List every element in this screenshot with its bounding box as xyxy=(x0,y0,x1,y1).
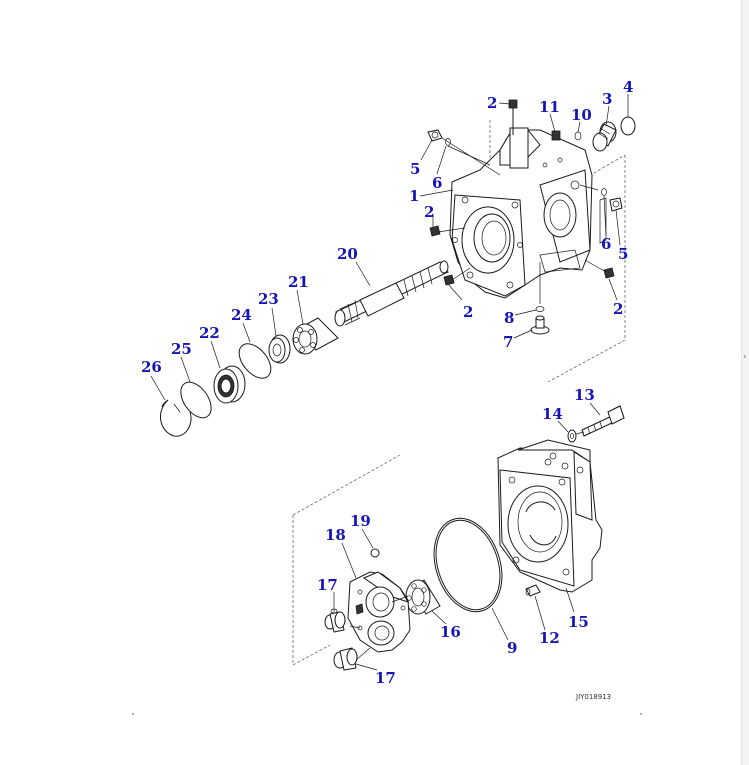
callout-15[interactable]: 15 xyxy=(568,613,589,631)
plug-5-right[interactable] xyxy=(609,197,623,212)
callout-5-right[interactable]: 5 xyxy=(618,245,628,263)
callout-7[interactable]: 7 xyxy=(503,333,513,351)
callout-26[interactable]: 26 xyxy=(141,358,162,376)
bolt-13[interactable] xyxy=(581,405,625,437)
callout-21[interactable]: 21 xyxy=(288,273,309,291)
snap-ring-4[interactable] xyxy=(620,116,636,136)
sleeve-3[interactable] xyxy=(592,121,617,152)
callout-13[interactable]: 13 xyxy=(574,386,595,404)
o-ring-10[interactable] xyxy=(574,131,582,141)
o-ring-8[interactable] xyxy=(535,306,545,312)
callout-3[interactable]: 3 xyxy=(602,90,612,108)
o-ring-9[interactable] xyxy=(423,509,514,620)
pump-case[interactable] xyxy=(449,127,607,299)
callout-2-top[interactable]: 2 xyxy=(487,94,497,112)
drawing-number: JIY018913 xyxy=(575,693,611,701)
callout-5-left[interactable]: 5 xyxy=(410,160,420,178)
callout-22[interactable]: 22 xyxy=(199,324,220,342)
plug-2-left[interactable] xyxy=(429,225,441,237)
callout-6-left[interactable]: 6 xyxy=(432,174,442,192)
callout-19[interactable]: 19 xyxy=(350,512,371,530)
callout-23[interactable]: 23 xyxy=(258,290,279,308)
valve-plate-18[interactable] xyxy=(347,571,411,653)
callout-2-bottom-right[interactable]: 2 xyxy=(613,300,623,318)
chevron-right-icon[interactable]: › xyxy=(743,352,747,362)
snap-ring-25[interactable] xyxy=(175,377,218,424)
callout-8[interactable]: 8 xyxy=(504,309,514,327)
callout-4[interactable]: 4 xyxy=(623,78,633,96)
callout-17-upper[interactable]: 17 xyxy=(317,576,338,594)
callout-12[interactable]: 12 xyxy=(539,629,560,647)
oil-seal-22[interactable] xyxy=(213,365,246,404)
callout-17-lower[interactable]: 17 xyxy=(375,669,396,687)
callout-14[interactable]: 14 xyxy=(542,405,563,423)
plug-11[interactable] xyxy=(551,130,561,141)
bearing-16[interactable] xyxy=(405,579,441,615)
end-cap-15[interactable] xyxy=(497,439,603,593)
plug-2-bottom-right[interactable] xyxy=(603,267,615,279)
drive-shaft-20[interactable] xyxy=(334,260,449,327)
guide-lines-lower xyxy=(349,431,585,661)
callout-10[interactable]: 10 xyxy=(571,106,592,124)
callout-11[interactable]: 11 xyxy=(539,98,560,116)
ball-19[interactable] xyxy=(370,548,380,558)
o-ring-6-left[interactable] xyxy=(445,138,451,146)
callout-6-right[interactable]: 6 xyxy=(601,235,611,253)
bearing-21[interactable] xyxy=(292,317,339,355)
viewer-side-panel-handle[interactable]: › xyxy=(741,0,749,765)
spacer-23[interactable] xyxy=(268,334,291,364)
callout-25[interactable]: 25 xyxy=(171,340,192,358)
callout-24[interactable]: 24 xyxy=(231,306,252,324)
callout-9[interactable]: 9 xyxy=(507,639,517,657)
callout-2-bottom-left[interactable]: 2 xyxy=(463,303,473,321)
callout-labels: 2 11 10 3 4 5 6 1 2 6 5 20 2 2 21 8 23 7… xyxy=(141,78,633,687)
callout-1[interactable]: 1 xyxy=(409,187,419,205)
pin-12[interactable] xyxy=(525,584,541,597)
plug-2-bottom-left[interactable] xyxy=(443,274,455,286)
callout-20[interactable]: 20 xyxy=(337,245,358,263)
plug-7[interactable] xyxy=(530,315,550,335)
leader-lines xyxy=(150,94,629,671)
guide-lines-upper xyxy=(437,137,607,304)
plug-5-left[interactable] xyxy=(427,129,443,142)
o-ring-24[interactable] xyxy=(233,338,277,384)
plug-17-lower[interactable] xyxy=(333,647,358,671)
washer-14[interactable] xyxy=(567,429,577,443)
plug-17-upper[interactable] xyxy=(324,608,346,633)
callout-2-left[interactable]: 2 xyxy=(424,203,434,221)
assembly-frame-lower xyxy=(292,454,401,666)
retaining-ring-26[interactable] xyxy=(159,399,192,437)
callout-18[interactable]: 18 xyxy=(325,526,346,544)
callout-16[interactable]: 16 xyxy=(440,623,461,641)
o-ring-6-right[interactable] xyxy=(601,188,607,196)
